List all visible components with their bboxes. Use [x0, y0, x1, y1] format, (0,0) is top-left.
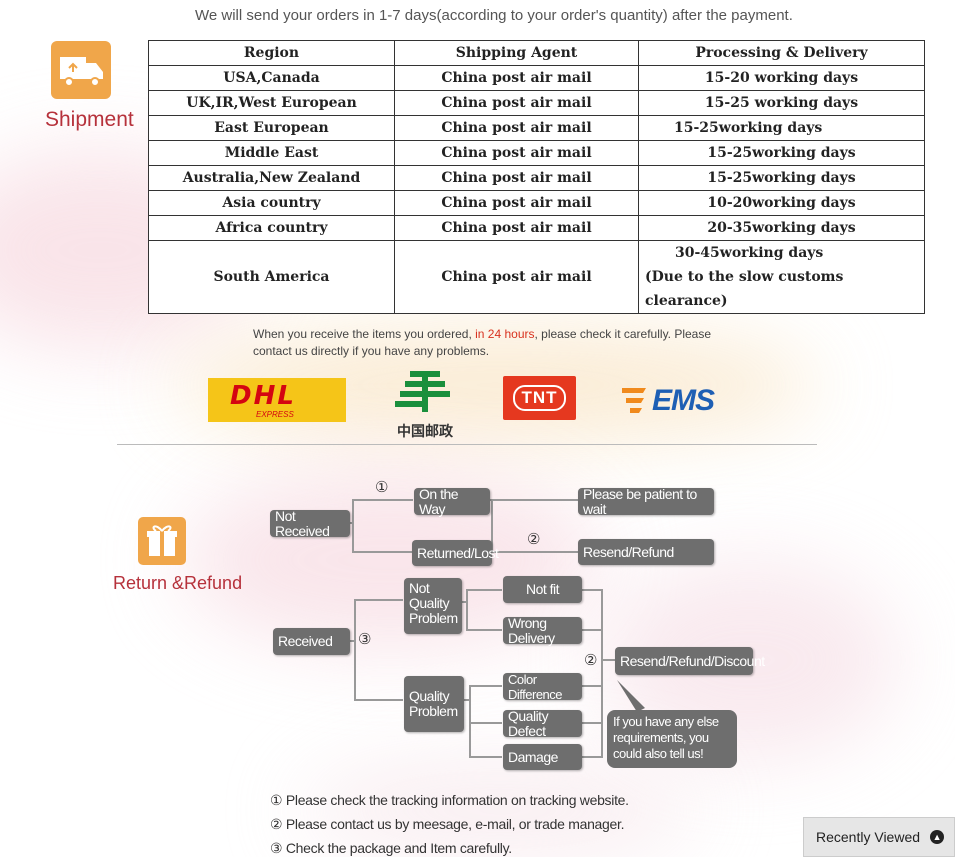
gift-icon — [138, 517, 186, 565]
delivery-cell: 15-25working days — [638, 115, 925, 141]
tnt-logo-text: TNT — [513, 385, 566, 411]
be-patient-box: Please be patient to wait — [578, 486, 714, 516]
agent-cell: China post air mail — [394, 190, 639, 216]
tip-line: ③ Check the package and Item carefully. — [270, 840, 512, 856]
delivery-cell: 30-45working days (Due to the slow custo… — [638, 240, 925, 314]
ems-logo: EMS — [622, 384, 722, 420]
step-number: ① — [375, 479, 389, 496]
step-number: ③ — [358, 631, 372, 648]
tip-line: ② Please contact us by meesage, e-mail, … — [270, 816, 625, 832]
delivery-line: (Due to the slow customs clearance) — [645, 269, 844, 309]
notice-text: , please check it carefully. Please cont… — [253, 327, 712, 358]
on-the-way-box: On the Way — [414, 486, 490, 516]
delivery-cell: 20-35working days — [638, 215, 925, 241]
delivery-cell: 15-20 working days — [638, 65, 925, 91]
color-difference-box: Color Difference — [503, 672, 582, 702]
region-cell: USA,Canada — [148, 65, 395, 91]
speech-bubble: If you have any else requirements, you c… — [607, 710, 737, 768]
delivery-cell: 10-20working days — [638, 190, 925, 216]
dhl-logo: DHL EXPRESS — [208, 378, 346, 422]
resend-refund-box: Resend/Refund — [578, 539, 714, 565]
quality-problem-box: Quality Problem — [404, 676, 464, 732]
agent-cell: China post air mail — [394, 240, 639, 314]
quality-defect-box: Quality Defect — [503, 708, 582, 738]
column-header: Processing & Delivery — [638, 40, 925, 66]
received-box: Received — [273, 628, 350, 655]
chinapost-logo: 中国邮政 — [385, 368, 465, 440]
chevron-up-icon: ▲ — [930, 830, 945, 844]
shipment-heading: Shipment — [45, 108, 134, 131]
notice-text: When you receive the items you ordered, — [253, 327, 476, 341]
agent-cell: China post air mail — [394, 115, 639, 141]
chinapost-logo-text: 中国邮政 — [397, 423, 453, 439]
table-header-row: Region Shipping Agent Processing & Deliv… — [148, 40, 925, 66]
not-fit-box: Not fit — [503, 576, 582, 603]
delivery-note: We will send your orders in 1-7 days(acc… — [195, 7, 793, 24]
ems-wing-icon — [622, 388, 646, 413]
table-row: South America China post air mail 30-45w… — [148, 240, 925, 314]
recently-viewed-label: Recently Viewed — [816, 829, 921, 845]
tip-line: ① Please check the tracking information … — [270, 792, 629, 808]
notice-highlight: in 24 hours — [475, 327, 535, 341]
column-header: Shipping Agent — [394, 40, 639, 66]
shipping-table: Region Shipping Agent Processing & Deliv… — [148, 40, 925, 314]
tnt-logo: TNT — [503, 376, 576, 420]
recently-viewed-button[interactable]: Recently Viewed ▲ — [803, 817, 955, 857]
not-received-box: Not Received — [270, 508, 350, 538]
returned-lost-box: Returned/Lost — [412, 540, 499, 566]
ems-logo-text: EMS — [652, 384, 715, 417]
return-refund-heading: Return &Refund — [113, 573, 243, 593]
agent-cell: China post air mail — [394, 140, 639, 166]
delivery-line: 30-45working days — [675, 245, 824, 261]
damage-box: Damage — [503, 744, 582, 770]
agent-cell: China post air mail — [394, 90, 639, 116]
resend-refund-discount-box: Resend/Refund/Discount — [615, 647, 765, 675]
wrong-delivery-box: Wrong Delivery — [503, 615, 582, 645]
region-cell: Asia country — [148, 190, 395, 216]
region-cell: South America — [148, 240, 395, 314]
delivery-cell: 15-25 working days — [638, 90, 925, 116]
step-number: ② — [527, 531, 541, 548]
region-cell: Australia,New Zealand — [148, 165, 395, 191]
step-number: ② — [584, 652, 598, 669]
truck-icon — [51, 41, 111, 99]
check-notice: When you receive the items you ordered, … — [253, 326, 753, 360]
section-divider — [117, 444, 817, 445]
chinapost-emblem-icon — [395, 371, 450, 412]
dhl-logo-subtext: EXPRESS — [256, 410, 294, 419]
not-quality-problem-box: Not Quality Problem — [404, 578, 462, 634]
dhl-logo-text: DHL — [230, 381, 296, 411]
delivery-cell: 15-25working days — [638, 140, 925, 166]
